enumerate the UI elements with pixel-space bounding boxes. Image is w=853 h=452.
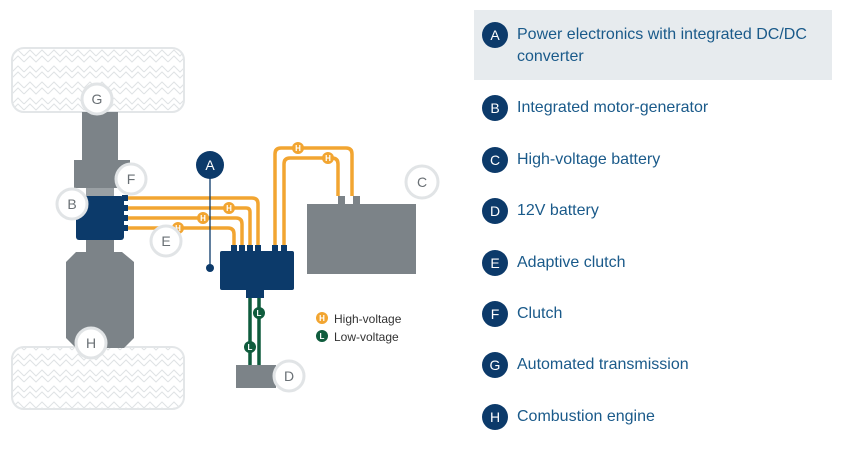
- legend-label-motor-generator: Integrated motor-generator: [517, 99, 709, 116]
- high-voltage-legend-symbol: H: [319, 314, 325, 323]
- legend-badge-h: H: [482, 404, 508, 430]
- hv-marker: [322, 152, 334, 164]
- legend-item-combustion-engine[interactable]: H Combustion engine: [474, 404, 832, 430]
- pe-terminal: [231, 245, 237, 252]
- callout-h-letter: H: [86, 335, 96, 351]
- shaft-segment: [86, 188, 114, 196]
- hv-cable: [273, 146, 354, 246]
- legend-label-12v-battery: 12V battery: [517, 202, 599, 219]
- hv-cable: [122, 226, 236, 246]
- legend-label-power-electronics: Power electronics with integrated DC/DC …: [517, 26, 807, 65]
- lv-marker-label: L: [257, 309, 262, 318]
- high-voltage-legend-label: High-voltage: [334, 312, 402, 326]
- legend-label-automated-transmission: Automated transmission: [517, 356, 689, 373]
- hv-battery-terminal: [338, 196, 345, 204]
- low-voltage-legend-label: Low-voltage: [334, 330, 399, 344]
- lv-marker: [244, 341, 256, 353]
- high-voltage-legend-icon: [316, 312, 328, 324]
- lv-battery-block: [236, 365, 276, 388]
- callout-a-letter: A: [205, 157, 215, 173]
- lv-marker-label: L: [248, 343, 253, 352]
- legend-item-motor-generator[interactable]: B Integrated motor-generator: [474, 95, 832, 121]
- pe-terminal: [239, 245, 245, 252]
- motor-terminal: [122, 225, 128, 231]
- low-voltage-legend-symbol: L: [320, 332, 325, 341]
- callout-d: [272, 359, 306, 393]
- motor-terminal: [122, 215, 128, 221]
- legend-badge-e: E: [482, 250, 508, 276]
- callout-b-letter: B: [67, 196, 76, 212]
- callout-c-letter: C: [417, 174, 427, 190]
- legend-badge-b: B: [482, 95, 508, 121]
- legend-item-clutch[interactable]: F Clutch: [474, 301, 832, 327]
- hv-cable: [122, 216, 244, 246]
- hv-marker-label: H: [325, 154, 331, 163]
- hv-marker-label: H: [200, 214, 206, 223]
- motor-terminal: [122, 205, 128, 211]
- callout-h: [74, 326, 108, 360]
- legend-label-hv-battery: High-voltage battery: [517, 151, 661, 168]
- callout-g-letter: G: [92, 91, 103, 107]
- hv-battery-terminal: [353, 196, 360, 204]
- legend-label-adaptive-clutch: Adaptive clutch: [517, 254, 626, 271]
- legend-badge-g: G: [482, 352, 508, 378]
- low-voltage-legend-icon: [316, 330, 328, 342]
- hv-cable: [282, 156, 340, 246]
- hv-marker-label: H: [226, 204, 232, 213]
- callout-g: [80, 82, 114, 116]
- callout-d-letter: D: [284, 368, 294, 384]
- hv-cable: [122, 206, 252, 246]
- hybrid-drivetrain-diagram: H H H H H L L H High-voltage L Low-volta…: [11, 47, 440, 410]
- legend-badge-d: D: [482, 198, 508, 224]
- motor-terminal: [122, 195, 128, 201]
- callout-e-letter: E: [161, 233, 170, 249]
- pe-terminal: [281, 245, 287, 252]
- legend-badge-a: A: [482, 22, 508, 48]
- pe-terminal: [272, 245, 278, 252]
- callout-e: [149, 224, 183, 258]
- hv-marker: [197, 212, 209, 224]
- legend-item-12v-battery[interactable]: D 12V battery: [474, 198, 832, 224]
- legend-item-hv-battery[interactable]: C High-voltage battery: [474, 147, 832, 173]
- legend-item-power-electronics[interactable]: A Power electronics with integrated DC/D…: [474, 10, 832, 80]
- callout-c: [404, 164, 440, 200]
- hv-marker-label: H: [175, 224, 181, 233]
- hv-marker: [292, 142, 304, 154]
- engine-block: [66, 252, 134, 348]
- lv-marker: [253, 307, 265, 319]
- transmission-block: [74, 112, 130, 188]
- hv-cable: [122, 196, 260, 246]
- legend-label-clutch: Clutch: [517, 305, 563, 322]
- callout-a: [196, 151, 224, 179]
- legend-item-adaptive-clutch[interactable]: E Adaptive clutch: [474, 250, 832, 276]
- hv-marker: [223, 202, 235, 214]
- component-legend: A Power electronics with integrated DC/D…: [474, 0, 853, 452]
- power-electronics-block: [220, 251, 294, 290]
- engine-neck: [86, 240, 114, 254]
- legend-label-combustion-engine: Combustion engine: [517, 408, 655, 425]
- callout-b: [55, 187, 89, 221]
- pointer-dot: [206, 264, 214, 272]
- legend-badge-f: F: [482, 301, 508, 327]
- legend-item-automated-transmission[interactable]: G Automated transmission: [474, 352, 832, 378]
- legend-badge-c: C: [482, 147, 508, 173]
- pe-terminal: [255, 245, 261, 252]
- hv-marker-label: H: [295, 144, 301, 153]
- pe-lv-connector: [246, 288, 264, 298]
- callout-f-letter: F: [127, 171, 136, 187]
- pe-terminal: [247, 245, 253, 252]
- hv-battery-block: [307, 204, 416, 274]
- callout-f: [114, 162, 148, 196]
